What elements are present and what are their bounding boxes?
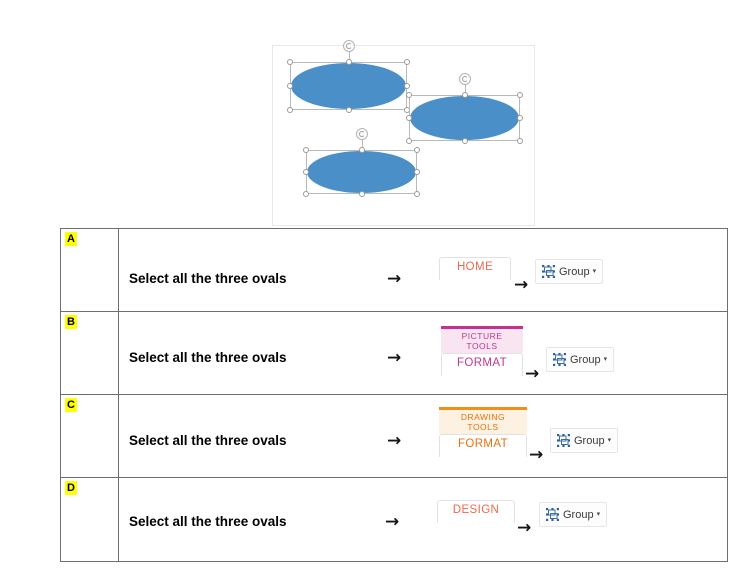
option-b-contextual-ribbon[interactable]: PICTURE TOOLS FORMAT: [441, 326, 523, 376]
option-c-arrow-1: →: [387, 431, 402, 451]
option-d-group-button[interactable]: Group ▾: [539, 502, 608, 527]
option-d-arrow-2: →: [517, 518, 532, 538]
resize-handle-ne[interactable]: [404, 59, 410, 65]
option-b-arrow-2: →: [525, 364, 540, 384]
resize-handle-nw[interactable]: [303, 147, 309, 153]
oval-fill: [291, 63, 406, 109]
resize-handle-ne[interactable]: [517, 92, 523, 98]
ribbon-tab-label: HOME: [456, 261, 494, 273]
table-row[interactable]: B Select all the three ovals → PICTURE T…: [60, 311, 728, 395]
option-b-group-button[interactable]: Group ▾: [546, 347, 615, 372]
rotation-stem: [464, 83, 466, 95]
option-content-cell-c: Select all the three ovals → DRAWING TOO…: [118, 394, 728, 478]
rotate-handle-icon[interactable]: [342, 40, 355, 52]
contextual-accent-bar: [441, 326, 523, 329]
option-a-prompt: Select all the three ovals: [129, 271, 287, 286]
group-button-label: Group: [559, 265, 590, 278]
option-content-cell-d: Select all the three ovals → DESIGN →: [118, 477, 728, 562]
contextual-tools-label-picture: PICTURE TOOLS: [441, 329, 523, 353]
resize-handle-se[interactable]: [517, 138, 523, 144]
option-b-arrow-1: →: [387, 348, 402, 368]
option-c-contextual-ribbon[interactable]: DRAWING TOOLS FORMAT: [439, 407, 527, 457]
option-letter-d: D: [65, 481, 77, 495]
option-letter-cell-d: D: [60, 477, 119, 562]
group-objects-icon: [541, 264, 556, 279]
group-objects-icon: [545, 507, 560, 522]
chevron-down-icon[interactable]: ▾: [607, 436, 612, 444]
resize-handle-ne[interactable]: [414, 147, 420, 153]
ribbon-tab-label: FORMAT: [457, 438, 509, 450]
resize-handle-e[interactable]: [517, 115, 523, 121]
option-letter-c: C: [65, 398, 77, 412]
ribbon-tab-format[interactable]: FORMAT: [439, 434, 527, 457]
option-d-arrow-1: →: [385, 512, 400, 532]
resize-handle-nw[interactable]: [406, 92, 412, 98]
resize-handle-n[interactable]: [461, 92, 468, 98]
option-a-ribbon-tab[interactable]: HOME: [439, 257, 511, 280]
option-letter-cell-a: A: [60, 228, 119, 312]
option-d-prompt: Select all the three ovals: [129, 514, 287, 529]
option-letter-b: B: [65, 315, 77, 329]
resize-handle-w[interactable]: [287, 83, 293, 89]
option-letter-cell-b: B: [60, 311, 119, 395]
resize-handle-s[interactable]: [345, 107, 352, 113]
resize-handle-e[interactable]: [404, 83, 410, 89]
option-b-prompt: Select all the three ovals: [129, 350, 287, 365]
oval-shape-3[interactable]: [303, 128, 420, 197]
group-objects-icon: [552, 352, 567, 367]
answer-options-table: A Select all the three ovals → HOME →: [60, 228, 728, 562]
option-letter-a: A: [65, 232, 77, 246]
rotation-stem: [361, 138, 363, 150]
resize-handle-sw[interactable]: [406, 138, 412, 144]
group-objects-icon: [556, 433, 571, 448]
resize-handle-w[interactable]: [406, 115, 412, 121]
option-c-group-button[interactable]: Group ▾: [550, 428, 619, 453]
option-c-prompt: Select all the three ovals: [129, 433, 287, 448]
ribbon-tab-label: DESIGN: [452, 504, 500, 516]
group-button-label: Group: [563, 508, 594, 521]
resize-handle-s[interactable]: [461, 138, 468, 144]
option-letter-cell-c: C: [60, 394, 119, 478]
option-a-arrow-1: →: [387, 269, 402, 289]
table-row[interactable]: D Select all the three ovals → DESIGN →: [60, 477, 728, 562]
chevron-down-icon[interactable]: ▾: [603, 355, 608, 363]
rotation-stem: [348, 50, 350, 62]
contextual-tools-label-drawing: DRAWING TOOLS: [439, 410, 527, 434]
chevron-down-icon[interactable]: ▾: [592, 267, 597, 275]
resize-handle-sw[interactable]: [287, 107, 293, 113]
resize-handle-n[interactable]: [345, 59, 352, 65]
option-d-ribbon-tab[interactable]: DESIGN: [437, 500, 515, 523]
resize-handle-nw[interactable]: [287, 59, 293, 65]
resize-handle-n[interactable]: [358, 147, 365, 153]
option-c-arrow-2: →: [529, 445, 544, 465]
option-a-arrow-2: →: [514, 275, 529, 295]
oval-fill: [307, 151, 416, 193]
chevron-down-icon[interactable]: ▾: [596, 510, 601, 518]
slide-image-three-ovals: [272, 40, 535, 226]
ribbon-tab-format[interactable]: FORMAT: [441, 353, 523, 376]
table-row[interactable]: C Select all the three ovals → DRAWING T…: [60, 394, 728, 478]
option-content-cell-b: Select all the three ovals → PICTURE TOO…: [118, 311, 728, 395]
resize-handle-w[interactable]: [303, 169, 309, 175]
resize-handle-sw[interactable]: [303, 191, 309, 197]
resize-handle-se[interactable]: [414, 191, 420, 197]
contextual-accent-bar: [439, 407, 527, 410]
option-a-group-button[interactable]: Group ▾: [535, 259, 604, 284]
ribbon-tab-home[interactable]: HOME: [439, 257, 511, 280]
ribbon-tab-design[interactable]: DESIGN: [437, 500, 515, 523]
oval-fill: [410, 96, 519, 140]
rotate-handle-icon[interactable]: [355, 128, 368, 140]
oval-shape-1[interactable]: [287, 40, 410, 113]
table-row[interactable]: A Select all the three ovals → HOME →: [60, 228, 728, 312]
oval-shape-2[interactable]: [406, 73, 523, 144]
ribbon-tab-label: FORMAT: [456, 357, 508, 369]
rotate-handle-icon[interactable]: [458, 73, 471, 85]
option-content-cell-a: Select all the three ovals → HOME →: [118, 228, 728, 312]
resize-handle-e[interactable]: [414, 169, 420, 175]
group-button-label: Group: [570, 353, 601, 366]
resize-handle-s[interactable]: [358, 191, 365, 197]
group-button-label: Group: [574, 434, 605, 447]
